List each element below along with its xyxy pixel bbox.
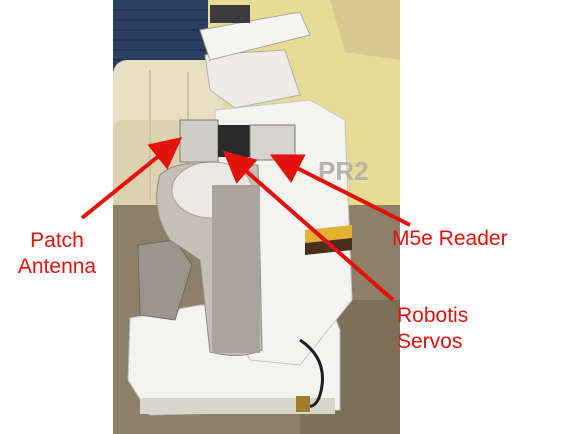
label-patch-antenna-line2: Antenna <box>17 255 97 278</box>
label-m5e-reader-line1: M5e Reader <box>392 227 508 250</box>
arrow-robotis-servos <box>222 150 395 302</box>
label-robotis-servos: Robotis Servos <box>397 303 468 355</box>
arrow-m5e-reader <box>269 154 411 227</box>
label-patch-antenna-line1: Patch <box>30 229 84 252</box>
label-patch-antenna: Patch Antenna <box>14 228 100 280</box>
pr2-robot: PR2 <box>127 5 369 416</box>
arrow-patch-antenna <box>80 136 183 220</box>
label-robotis-servos-line2: Servos <box>397 330 463 353</box>
label-robotis-servos-line1: Robotis <box>397 304 469 327</box>
annotation-arrows <box>80 136 411 302</box>
label-m5e-reader: M5e Reader <box>392 226 508 252</box>
